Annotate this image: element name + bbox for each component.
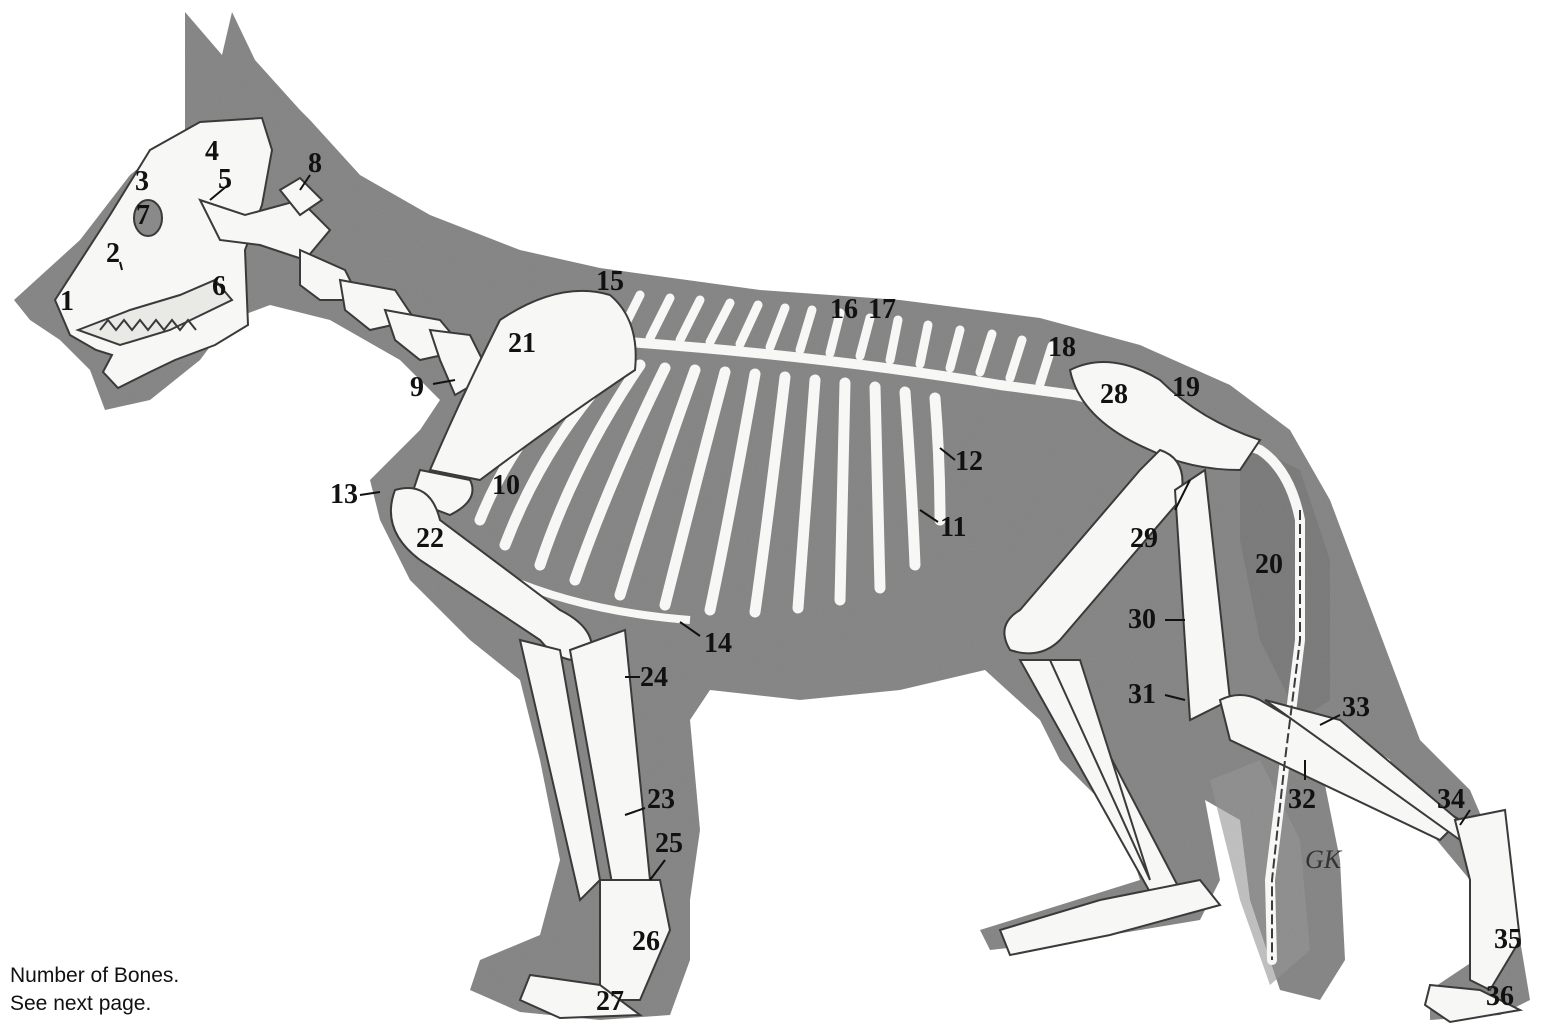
bone-label-3: 3 — [135, 166, 149, 197]
bone-label-16: 16 — [830, 294, 858, 325]
caption-line-1: Number of Bones. — [10, 962, 179, 990]
bone-label-5: 5 — [218, 164, 232, 195]
bone-label-20: 20 — [1255, 549, 1283, 580]
bone-label-9: 9 — [410, 372, 424, 403]
bone-label-7: 7 — [136, 200, 150, 231]
bone-label-4: 4 — [205, 136, 219, 167]
bone-label-33: 33 — [1342, 692, 1370, 723]
bone-label-18: 18 — [1048, 332, 1076, 363]
bone-label-12: 12 — [955, 446, 983, 477]
bone-label-31: 31 — [1128, 679, 1156, 710]
bone-label-2: 2 — [106, 238, 120, 269]
bone-label-21: 21 — [508, 328, 536, 359]
bone-label-32: 32 — [1288, 784, 1316, 815]
bone-label-19: 19 — [1172, 372, 1200, 403]
bone-label-29: 29 — [1130, 523, 1158, 554]
bone-label-36: 36 — [1486, 981, 1514, 1012]
bone-label-14: 14 — [704, 628, 732, 659]
bone-label-25: 25 — [655, 828, 683, 859]
bone-label-26: 26 — [632, 926, 660, 957]
bone-label-10: 10 — [492, 470, 520, 501]
bone-label-15: 15 — [596, 266, 624, 297]
bone-label-27: 27 — [596, 986, 624, 1017]
bone-label-35: 35 — [1494, 924, 1522, 955]
bone-label-30: 30 — [1128, 604, 1156, 635]
bone-label-28: 28 — [1100, 379, 1128, 410]
bone-label-24: 24 — [640, 662, 668, 693]
bone-label-22: 22 — [416, 523, 444, 554]
bone-label-11: 11 — [940, 512, 966, 543]
bone-label-1: 1 — [60, 286, 74, 317]
bone-label-13: 13 — [330, 479, 358, 510]
bone-label-6: 6 — [212, 271, 226, 302]
bone-label-8: 8 — [308, 148, 322, 179]
caption: Number of Bones. See next page. — [10, 962, 179, 1018]
bone-label-17: 17 — [868, 294, 896, 325]
artist-signature: GK — [1305, 845, 1343, 874]
bone-label-23: 23 — [647, 784, 675, 815]
caption-line-2: See next page. — [10, 990, 179, 1018]
bone-label-34: 34 — [1437, 784, 1465, 815]
